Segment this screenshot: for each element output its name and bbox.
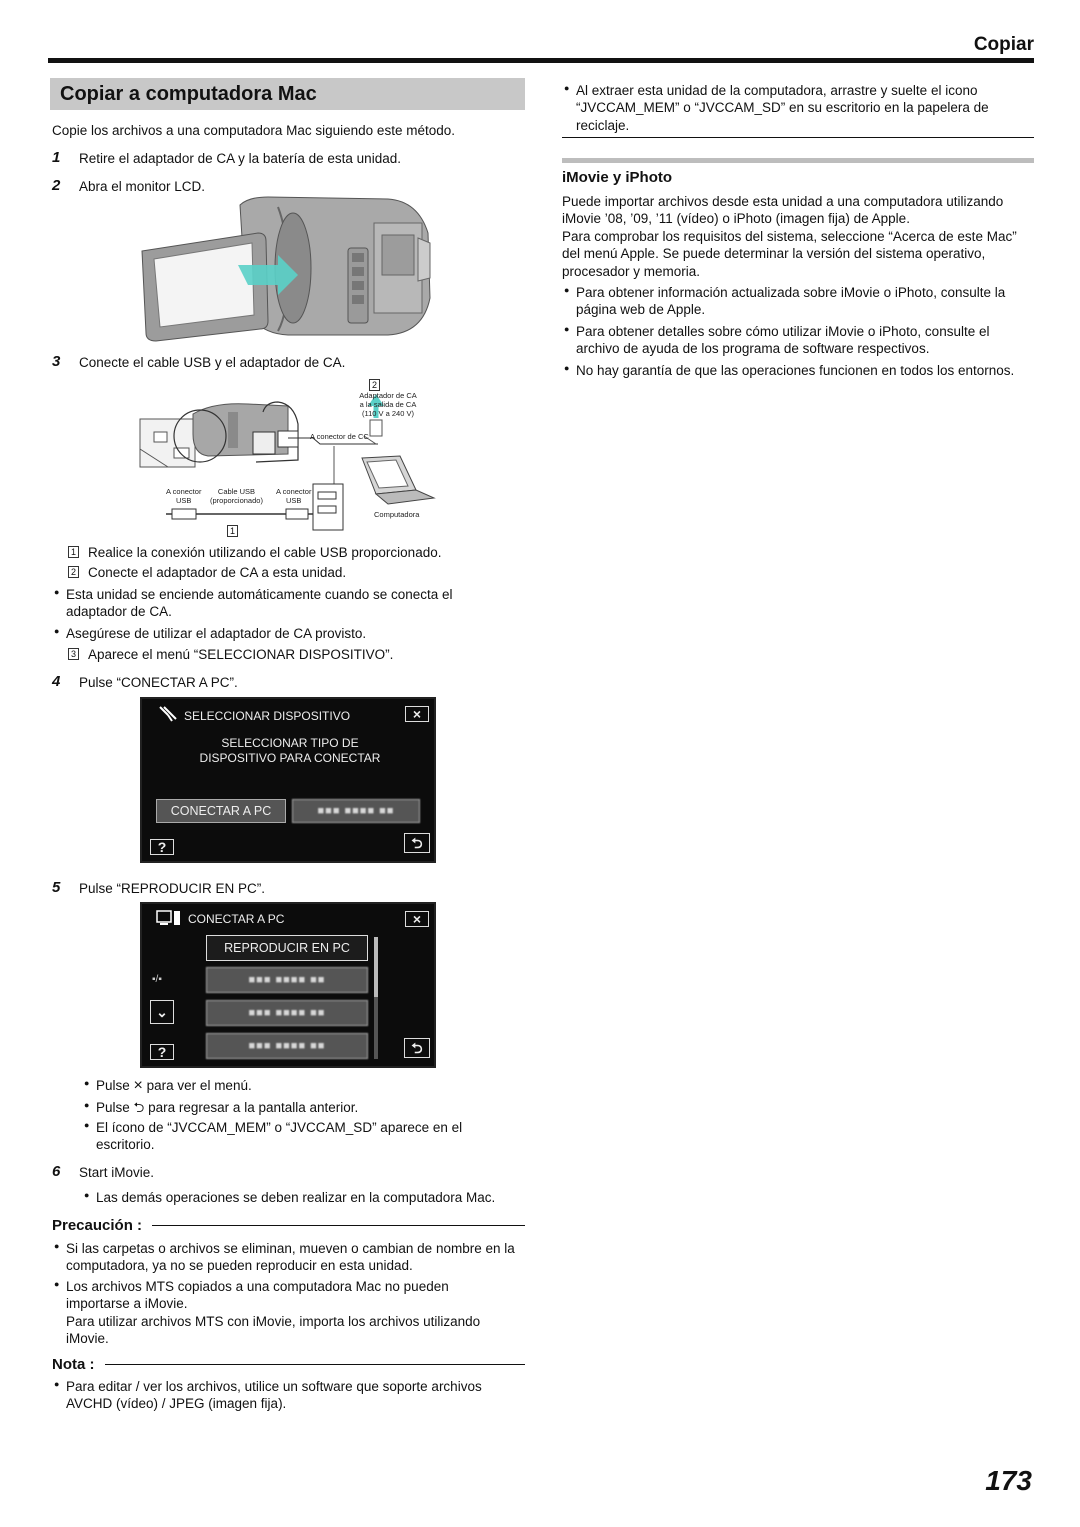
camera-lcd-illustration: [141, 196, 431, 342]
adapter-label-line3: (110 V a 240 V): [362, 409, 414, 418]
step-2-number: 2: [52, 177, 61, 194]
bullet-use-adapter: Asegúrese de utilizar el adaptador de CA…: [54, 625, 486, 642]
caution-item-2-extra: Para utilizar archivos MTS con iMovie, i…: [66, 1314, 481, 1347]
usb-cable-label-line1: Cable USB: [217, 487, 256, 496]
screen1-close-button[interactable]: ×: [405, 706, 429, 722]
screen2-option-4[interactable]: ■■■ ■■■■ ■■: [206, 1033, 368, 1059]
dc-connector-label: A conector de CC: [310, 432, 369, 441]
step-3-number: 3: [52, 353, 61, 370]
step-1-text: Retire el adaptador de CA y la batería d…: [79, 151, 401, 166]
screen2-help-button[interactable]: ?: [150, 1044, 174, 1060]
bullet-back-hint-post: para regresar a la pantalla anterior.: [148, 1100, 359, 1115]
step-6-number: 6: [52, 1163, 61, 1180]
bullet-back-hint-pre: Pulse: [96, 1100, 130, 1115]
connection-diagram: 2 Adaptador de CA a la salida de CA (110…: [138, 374, 438, 540]
sub-3-text: Aparece el menú “SELECCIONAR DISPOSITIVO…: [88, 647, 394, 662]
screen2-close-button[interactable]: ×: [405, 911, 429, 927]
imovie-bullet-2: Para obtener detalles sobre cómo utiliza…: [564, 323, 1036, 358]
top-rule: [48, 58, 1034, 63]
sub-1-number: 1: [68, 546, 79, 558]
step-3-text: Conecte el cable USB y el adaptador de C…: [79, 355, 346, 370]
note-title: Nota :: [52, 1356, 95, 1373]
usb-a-label-line1: A conector: [166, 487, 202, 496]
adapter-label-line2: a la salida de CA: [359, 400, 417, 409]
usb-cable-label-line2: (proporcionado): [210, 496, 263, 505]
device-screen-select: SELECCIONAR DISPOSITIVO × SELECCIONAR TI…: [140, 697, 436, 863]
screen2-scroll-down-button[interactable]: ⌄: [150, 1000, 174, 1024]
computer-label: Computadora: [374, 510, 420, 519]
device-screen-connect: CONECTAR A PC × REPRODUCIR EN PC ■■■ ■■■…: [140, 902, 436, 1068]
sub-1-text: Realice la conexión utilizando el cable …: [88, 545, 442, 560]
usb-plug-icon: [159, 706, 177, 722]
marker-1: 1: [227, 525, 238, 537]
note-rule: [105, 1364, 525, 1365]
right-rule: [562, 137, 1034, 138]
step-5-text: Pulse “REPRODUCIR EN PC”.: [79, 881, 266, 896]
caution-rule: [152, 1225, 525, 1226]
screen1-back-button[interactable]: ⮌: [404, 833, 430, 853]
caution-item-1: Si las carpetas o archivos se eliminan, …: [54, 1240, 526, 1275]
step-4-text: Pulse “CONECTAR A PC”.: [79, 675, 238, 690]
screen1-line2: DISPOSITIVO PARA CONECTAR: [199, 751, 381, 765]
marker-2: 2: [369, 379, 380, 391]
connect-to-pc-button[interactable]: CONECTAR A PC: [156, 799, 286, 823]
close-icon: ×: [133, 1077, 143, 1094]
bullet-close-hint: Pulse × para ver el menú.: [84, 1077, 252, 1094]
imovie-bullet-3: No hay garantía de que las operaciones f…: [564, 362, 1036, 379]
play-on-pc-button[interactable]: REPRODUCIR EN PC: [206, 935, 368, 961]
section-label: Copiar: [973, 34, 1034, 55]
page-title: Copiar a computadora Mac: [60, 83, 317, 105]
title-bar: Copiar a computadora Mac: [50, 78, 525, 110]
step-5-number: 5: [52, 879, 61, 896]
screen2-scrollbar[interactable]: [374, 937, 378, 1059]
step-1-number: 1: [52, 149, 61, 166]
usb-b-label-line2: USB: [286, 496, 302, 505]
screen1-other-device-button[interactable]: ■■■ ■■■■ ■■: [292, 799, 420, 823]
imovie-paragraph-1: Puede importar archivos desde esta unida…: [562, 194, 1004, 227]
imovie-heading: iMovie y iPhoto: [562, 169, 673, 186]
back-arrow-icon: ⮌: [133, 1100, 145, 1115]
step-6-text: Start iMovie.: [79, 1165, 155, 1180]
screen2-title: CONECTAR A PC: [188, 912, 285, 926]
screen2-scrollbar-thumb[interactable]: [374, 937, 378, 997]
bullet-desktop-icon: El ícono de “JVCCAM_MEM” o “JVCCAM_SD” a…: [84, 1119, 496, 1154]
step-2-text: Abra el monitor LCD.: [79, 179, 206, 194]
caution-item-2: Los archivos MTS copiados a una computad…: [54, 1278, 486, 1313]
screen2-option-2[interactable]: ■■■ ■■■■ ■■: [206, 967, 368, 993]
sub-2-text: Conecte el adaptador de CA a esta unidad…: [88, 565, 347, 580]
screen2-option-3[interactable]: ■■■ ■■■■ ■■: [206, 1000, 368, 1026]
adapter-label-line1: Adaptador de CA: [359, 391, 417, 400]
sub-2-number: 2: [68, 566, 79, 578]
bullet-close-hint-post: para ver el menú.: [146, 1078, 252, 1093]
usb-b-label: A conector USB: [276, 487, 311, 505]
right-eject-note: Al extraer esta unidad de la computadora…: [564, 82, 1036, 134]
bullet-auto-power: Esta unidad se enciende automáticamente …: [54, 586, 486, 621]
note-item-1: Para editar / ver los archivos, utilice …: [54, 1378, 516, 1413]
bullet-mac-operations: Las demás operaciones se deben realizar …: [84, 1189, 526, 1206]
bullet-back-hint: Pulse ⮌ para regresar a la pantalla ante…: [84, 1099, 359, 1116]
usb-cable-label: Cable USB (proporcionado): [210, 487, 263, 505]
sub-3-number: 3: [68, 648, 79, 660]
page-indicator-icon: ▪/▪: [152, 974, 162, 985]
usb-a-label: A conector USB: [166, 487, 201, 505]
usb-a-label-line2: USB: [176, 496, 192, 505]
adapter-label: Adaptador de CA a la salida de CA (110 V…: [348, 391, 428, 418]
usb-b-label-line1: A conector: [276, 487, 312, 496]
screen2-back-button[interactable]: ⮌: [404, 1038, 430, 1058]
intro-text: Copie los archivos a una computadora Mac…: [52, 123, 455, 138]
bullet-close-hint-pre: Pulse: [96, 1078, 130, 1093]
step-4-number: 4: [52, 673, 61, 690]
screen1-line1: SELECCIONAR TIPO DE: [221, 736, 359, 750]
pc-monitor-icon: [156, 910, 180, 925]
screen1-help-button[interactable]: ?: [150, 839, 174, 855]
imovie-paragraph-2: Para comprobar los requisitos del sistem…: [562, 229, 1017, 279]
page-number: 173: [985, 1465, 1032, 1496]
imovie-bullet-1: Para obtener información actualizada sob…: [564, 284, 1036, 319]
screen1-title: SELECCIONAR DISPOSITIVO: [184, 709, 351, 723]
connection-diagram-art: [139, 394, 436, 531]
imovie-section-bar: [562, 158, 1034, 163]
caution-title: Precaución :: [52, 1217, 143, 1234]
